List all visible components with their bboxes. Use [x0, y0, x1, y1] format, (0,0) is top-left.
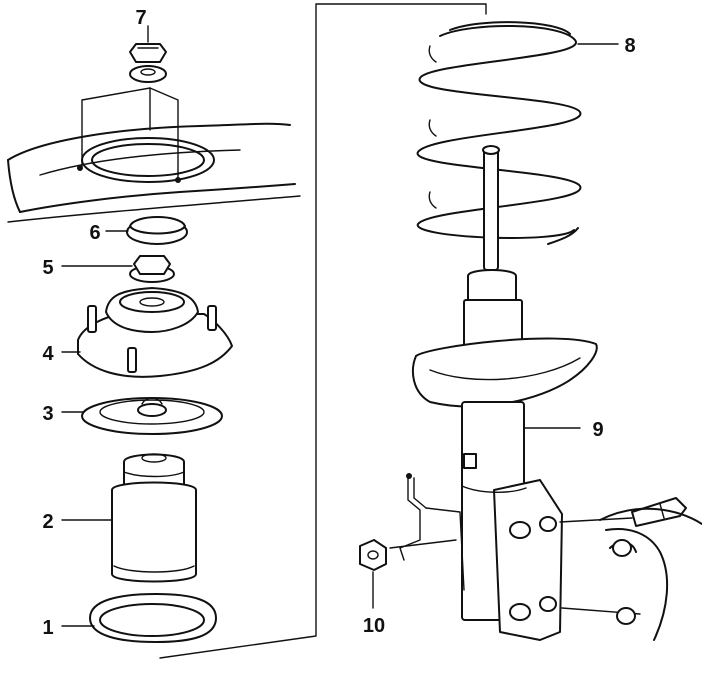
part-8-coil-spring: [416, 21, 619, 245]
brake-hose-bracket: [399, 473, 465, 591]
callout-9: 9: [592, 419, 603, 441]
callout-1: 1: [42, 617, 53, 639]
part-9-strut-damper: [412, 145, 598, 641]
callout-2: 2: [42, 511, 53, 533]
part-5-nut: [61, 255, 175, 283]
assembly-bracket: [159, 3, 487, 659]
knuckle-and-bolts: [559, 497, 702, 641]
part-2-dust-boot: [61, 453, 197, 583]
callout-4: 4: [42, 343, 54, 365]
strut-tower-panel: [7, 87, 301, 223]
callout-labels: 7 6 5 4 3 2 1 8 9 10: [42, 7, 635, 639]
part-4-strut-mount: [61, 287, 233, 378]
callout-8: 8: [624, 35, 635, 57]
part-6-dust-cap: [105, 216, 188, 245]
part-1-spring-insulator: [61, 593, 217, 643]
callout-3: 3: [42, 403, 53, 425]
part-3-upper-spring-seat: [61, 397, 223, 435]
callout-6: 6: [89, 222, 100, 244]
callout-5: 5: [42, 257, 53, 279]
part-10-nut: [359, 539, 457, 609]
part-7-top-nut: [129, 25, 167, 83]
callout-10: 10: [363, 615, 385, 637]
callout-7: 7: [135, 7, 146, 29]
